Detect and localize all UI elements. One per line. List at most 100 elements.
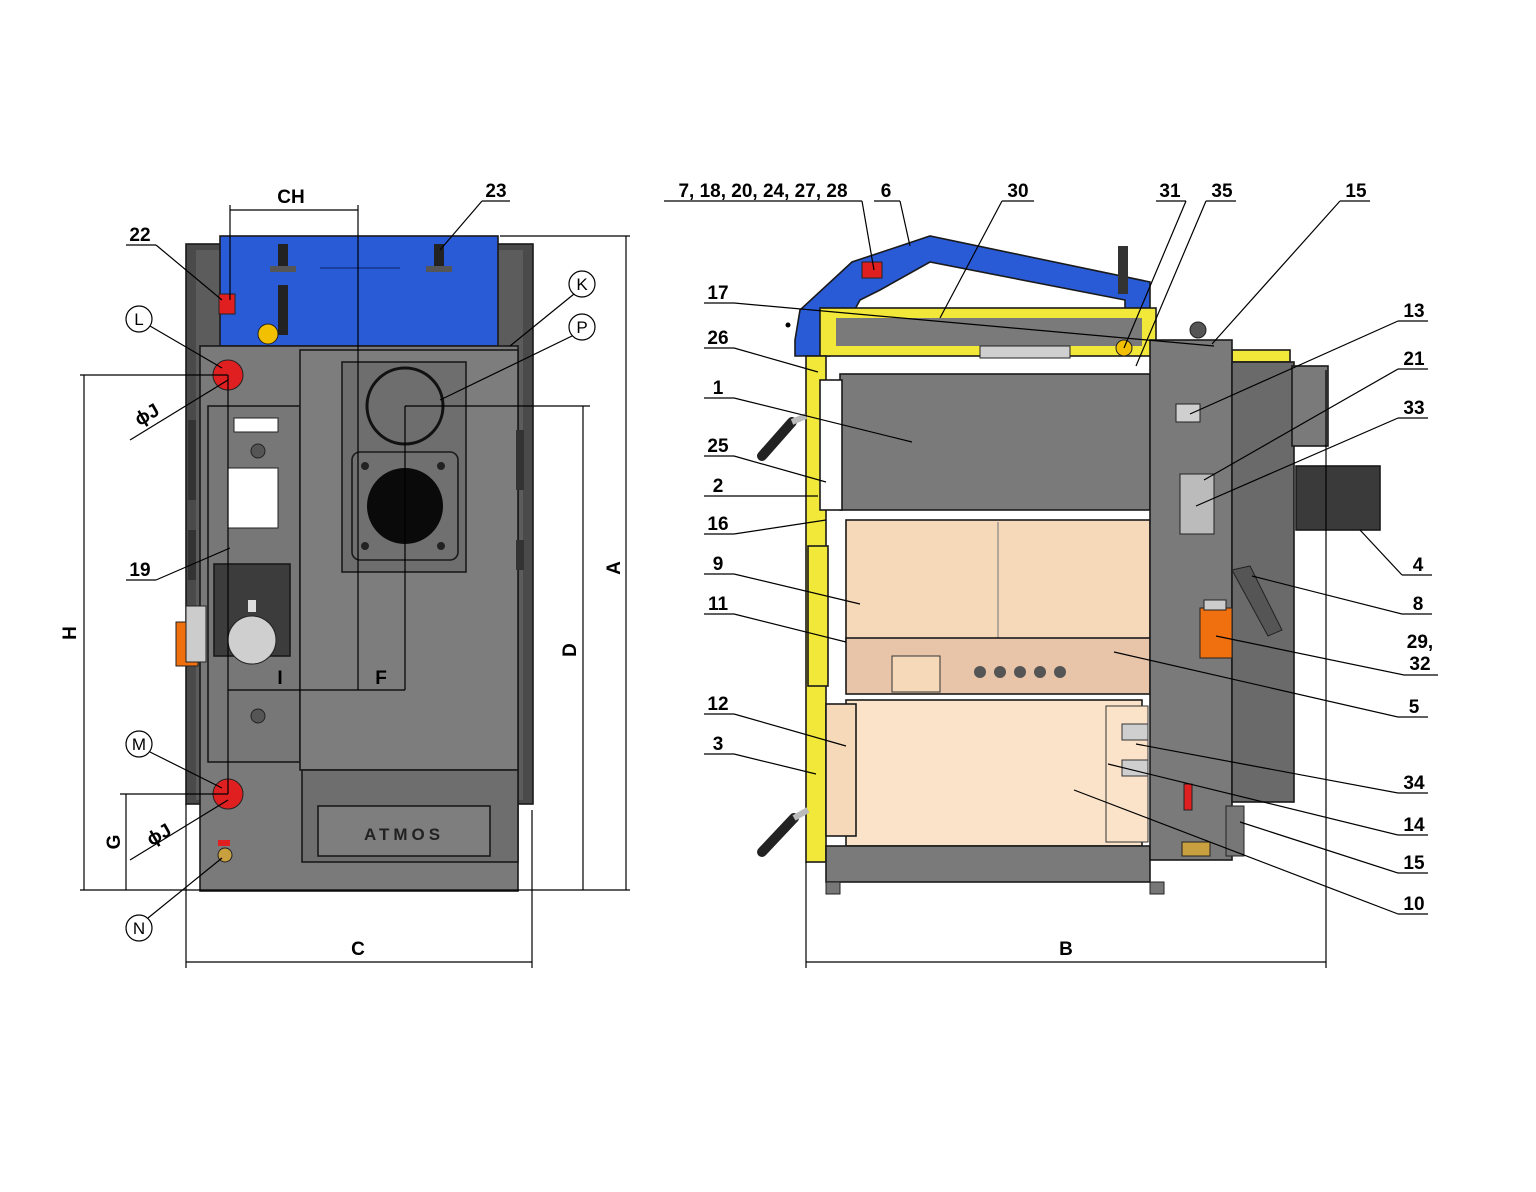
boiler-base (825, 845, 1151, 883)
lever-13 (1175, 403, 1201, 423)
knob-left-base (270, 266, 296, 272)
knob-right (434, 244, 444, 270)
panel-bolt-bottom (250, 708, 266, 724)
front-dimension-lines (80, 205, 630, 968)
part-21: 21 (1403, 349, 1425, 370)
nozzle-block (891, 655, 941, 693)
part-22: 22 (129, 225, 150, 246)
label-M: M (132, 735, 146, 754)
part-16: 16 (707, 514, 728, 535)
part-35: 35 (1211, 181, 1233, 202)
part-10: 10 (1403, 894, 1424, 915)
safety-valve-22 (218, 293, 236, 315)
part-4: 4 (1413, 555, 1424, 576)
label-P: P (576, 318, 587, 337)
yellow-rear-frame (1231, 349, 1291, 363)
part-12: 12 (707, 694, 728, 715)
dim-H: H (60, 626, 81, 640)
ceramic-slot (1121, 723, 1149, 741)
front-connection-labels: L M N K P (125, 270, 596, 942)
rear-thermometer (1118, 246, 1128, 294)
part-15-bottom: 15 (1403, 853, 1425, 874)
side-dimension-lines (805, 370, 1327, 968)
upper-door-insulation-25 (819, 379, 843, 511)
dim-F: F (375, 668, 387, 689)
fan-motor-4 (1295, 465, 1381, 531)
part-9: 9 (713, 554, 724, 575)
ash-chamber-10 (845, 699, 1143, 847)
rear-bracket (1225, 805, 1245, 857)
part-15-top: 15 (1345, 181, 1367, 202)
part-31: 31 (1159, 181, 1181, 202)
side-bracket (516, 430, 524, 490)
dim-J-bottom: ϕJ (143, 820, 175, 851)
middle-door-11 (807, 545, 829, 687)
dim-D: D (560, 643, 581, 657)
part-19: 19 (129, 560, 150, 581)
dim-B: B (1059, 939, 1073, 960)
brand-text: ATMOS (364, 825, 444, 844)
part-6: 6 (881, 181, 892, 202)
top-baffle (979, 345, 1071, 359)
dim-C: C (351, 939, 365, 960)
side-bracket (516, 540, 524, 570)
part-29: 29, (1407, 632, 1433, 653)
dim-A: A (604, 561, 625, 575)
part-5: 5 (1409, 697, 1420, 718)
label-K: K (576, 275, 588, 294)
lever-8 (1231, 565, 1283, 637)
mount-bolt (437, 542, 445, 550)
part-25: 25 (707, 436, 729, 457)
part-26: 26 (707, 328, 728, 349)
lower-door-insulation-12 (825, 703, 857, 837)
dim-CH: CH (277, 187, 304, 208)
front-part-labels: 22 23 19 (126, 181, 510, 581)
side-view (757, 235, 1381, 895)
fan-switch (248, 600, 256, 612)
mount-bolt (437, 462, 445, 470)
rating-plate (233, 417, 279, 433)
part-13: 13 (1403, 301, 1424, 322)
front-view: ATMOS (175, 235, 534, 892)
part-1: 1 (713, 378, 724, 399)
label-N: N (133, 919, 145, 938)
part-17: 17 (707, 283, 728, 304)
brand-plate (317, 805, 491, 857)
red-fitting (861, 261, 883, 279)
part-14: 14 (1403, 815, 1425, 836)
part-11: 11 (708, 594, 729, 615)
drain-handle (218, 840, 230, 846)
dim-J-top: ϕJ (131, 400, 163, 431)
safety-element (1183, 783, 1193, 811)
rear-fan-housing (1291, 365, 1329, 447)
label-L: L (134, 310, 143, 329)
part-8: 8 (1413, 594, 1424, 615)
part-34: 34 (1403, 773, 1425, 794)
part-group: 7, 18, 20, 24, 27, 28 (678, 181, 847, 202)
top-duct (836, 318, 1142, 346)
part-32: 32 (1409, 654, 1430, 675)
fan-grille (227, 615, 277, 665)
lower-door-handle (757, 813, 799, 857)
turbulator-33 (1179, 473, 1215, 535)
mount-bolt (361, 462, 369, 470)
fuel-chamber-1 (839, 373, 1151, 511)
knob-right-base (426, 266, 452, 272)
part-33: 33 (1403, 398, 1424, 419)
mount-bolt (361, 542, 369, 550)
part-3: 3 (713, 734, 724, 755)
side-bracket (188, 420, 196, 500)
front-actuator-bracket (185, 605, 207, 663)
cover-handle (278, 285, 288, 335)
part-30: 30 (1007, 181, 1028, 202)
knob-left (278, 244, 288, 270)
upper-door-handle (757, 417, 797, 461)
dim-G: G (104, 835, 125, 850)
side-part-labels: 7, 18, 20, 24, 27, 28 6 30 31 35 15 17 2… (664, 181, 1438, 915)
side-bracket (188, 530, 196, 580)
drain-valve-15 (1181, 841, 1211, 857)
part-23: 23 (485, 181, 506, 202)
thermometer (257, 323, 279, 345)
